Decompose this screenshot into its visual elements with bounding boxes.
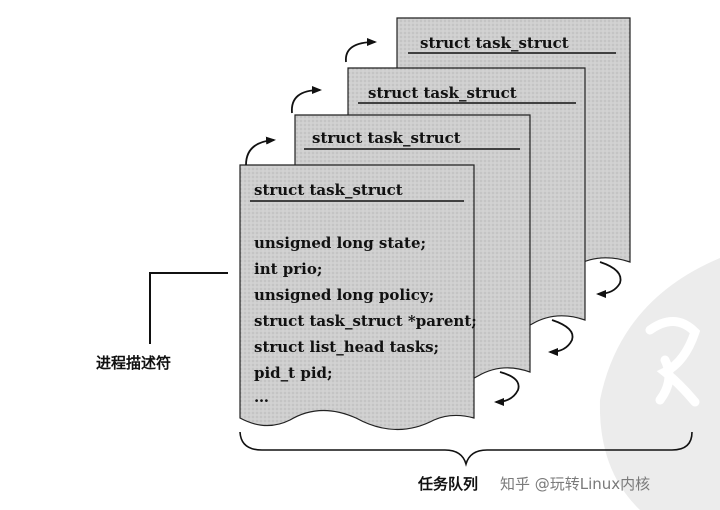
link-arrow-2-to-1	[494, 371, 520, 406]
watermark-logo	[599, 258, 720, 510]
field-parent: struct task_struct *parent;	[254, 312, 477, 330]
link-arrow-4-to-3	[596, 261, 622, 298]
task-card-4-title: struct task_struct	[420, 34, 569, 52]
field-state: unsigned long state;	[254, 234, 426, 252]
field-ellipsis: …	[254, 388, 269, 406]
task-queue-brace	[239, 431, 693, 467]
field-policy: unsigned long policy;	[254, 286, 434, 304]
watermark-text: 知乎 @玩转Linux内核	[500, 475, 650, 493]
link-arrow-2-to-3	[291, 86, 322, 114]
field-pid: pid_t pid;	[254, 364, 333, 382]
link-arrow-1-to-2	[245, 136, 276, 166]
link-arrow-3-to-4	[345, 38, 377, 63]
task-card-3-title: struct task_struct	[368, 84, 517, 102]
task-card-1-title: struct task_struct	[254, 181, 403, 199]
field-prio: int prio;	[254, 260, 322, 278]
descriptor-label: 进程描述符	[96, 354, 171, 372]
descriptor-bracket	[149, 272, 228, 344]
link-arrow-3-to-2	[548, 319, 574, 356]
task-queue-label: 任务队列	[417, 475, 478, 493]
field-tasks: struct list_head tasks;	[254, 338, 439, 356]
task-card-2-title: struct task_struct	[312, 129, 461, 147]
task-card-1: struct task_struct unsigned long state; …	[239, 164, 477, 431]
